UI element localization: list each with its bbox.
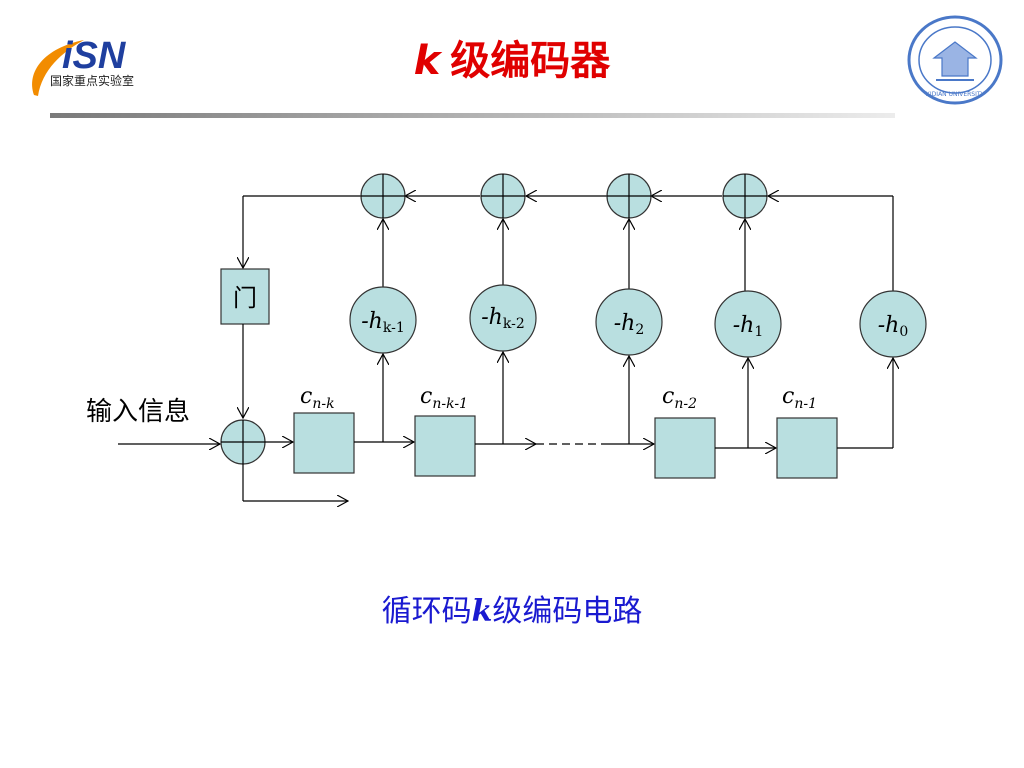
svg-text:门: 门 [233, 284, 257, 312]
input-label: 输入信息 [86, 397, 190, 427]
register-cn-k-1 [414, 415, 476, 477]
logo-swoosh-icon [32, 40, 84, 96]
university-seal-icon: XIDIAN UNIVERSITY [907, 15, 1003, 105]
caption-variable: k [471, 594, 493, 629]
label-cn-k-1: cn-k-1 [420, 384, 468, 412]
caption-pre: 循环码 [381, 594, 472, 629]
multiplier-h2: -h2 [595, 288, 663, 356]
adder-input [220, 419, 266, 465]
adder-top-2 [480, 173, 526, 219]
label-cn-2: cn-2 [662, 384, 697, 412]
logo-text: iSN [62, 35, 127, 77]
svg-text:-h2: -h2 [614, 311, 645, 338]
label-cn-1: cn-1 [782, 384, 817, 412]
adder-top-1 [360, 173, 406, 219]
multiplier-hk-2: -hk-2 [469, 284, 537, 352]
multiplier-h1: -h1 [714, 290, 782, 358]
gate-box: 门 [220, 268, 270, 325]
svg-text:-hk-1: -hk-1 [361, 309, 404, 336]
title-variable: k [413, 38, 441, 84]
register-cn-1 [776, 417, 838, 479]
title-text: 级编码器 [450, 38, 611, 84]
isn-logo: iSN [32, 35, 127, 96]
caption-post: 级编码电路 [492, 594, 643, 629]
seal-text: XIDIAN UNIVERSITY [926, 91, 985, 98]
svg-text:-h0: -h0 [878, 313, 909, 340]
multiplier-h0: -h0 [859, 290, 927, 358]
logo-subtitle: 国家重点实验室 [50, 74, 135, 88]
multiplier-hk-1: -hk-1 [349, 286, 417, 354]
svg-text:-h1: -h1 [733, 313, 764, 340]
adder-top-4 [722, 173, 768, 219]
register-cn-k [293, 412, 355, 474]
diagram-caption: 循环码k级编码电路 [0, 586, 1024, 630]
label-cn-k: cn-k [300, 384, 335, 412]
adder-top-3 [606, 173, 652, 219]
register-cn-2 [654, 417, 716, 479]
header-divider [50, 113, 895, 118]
svg-text:-hk-2: -hk-2 [481, 305, 524, 332]
